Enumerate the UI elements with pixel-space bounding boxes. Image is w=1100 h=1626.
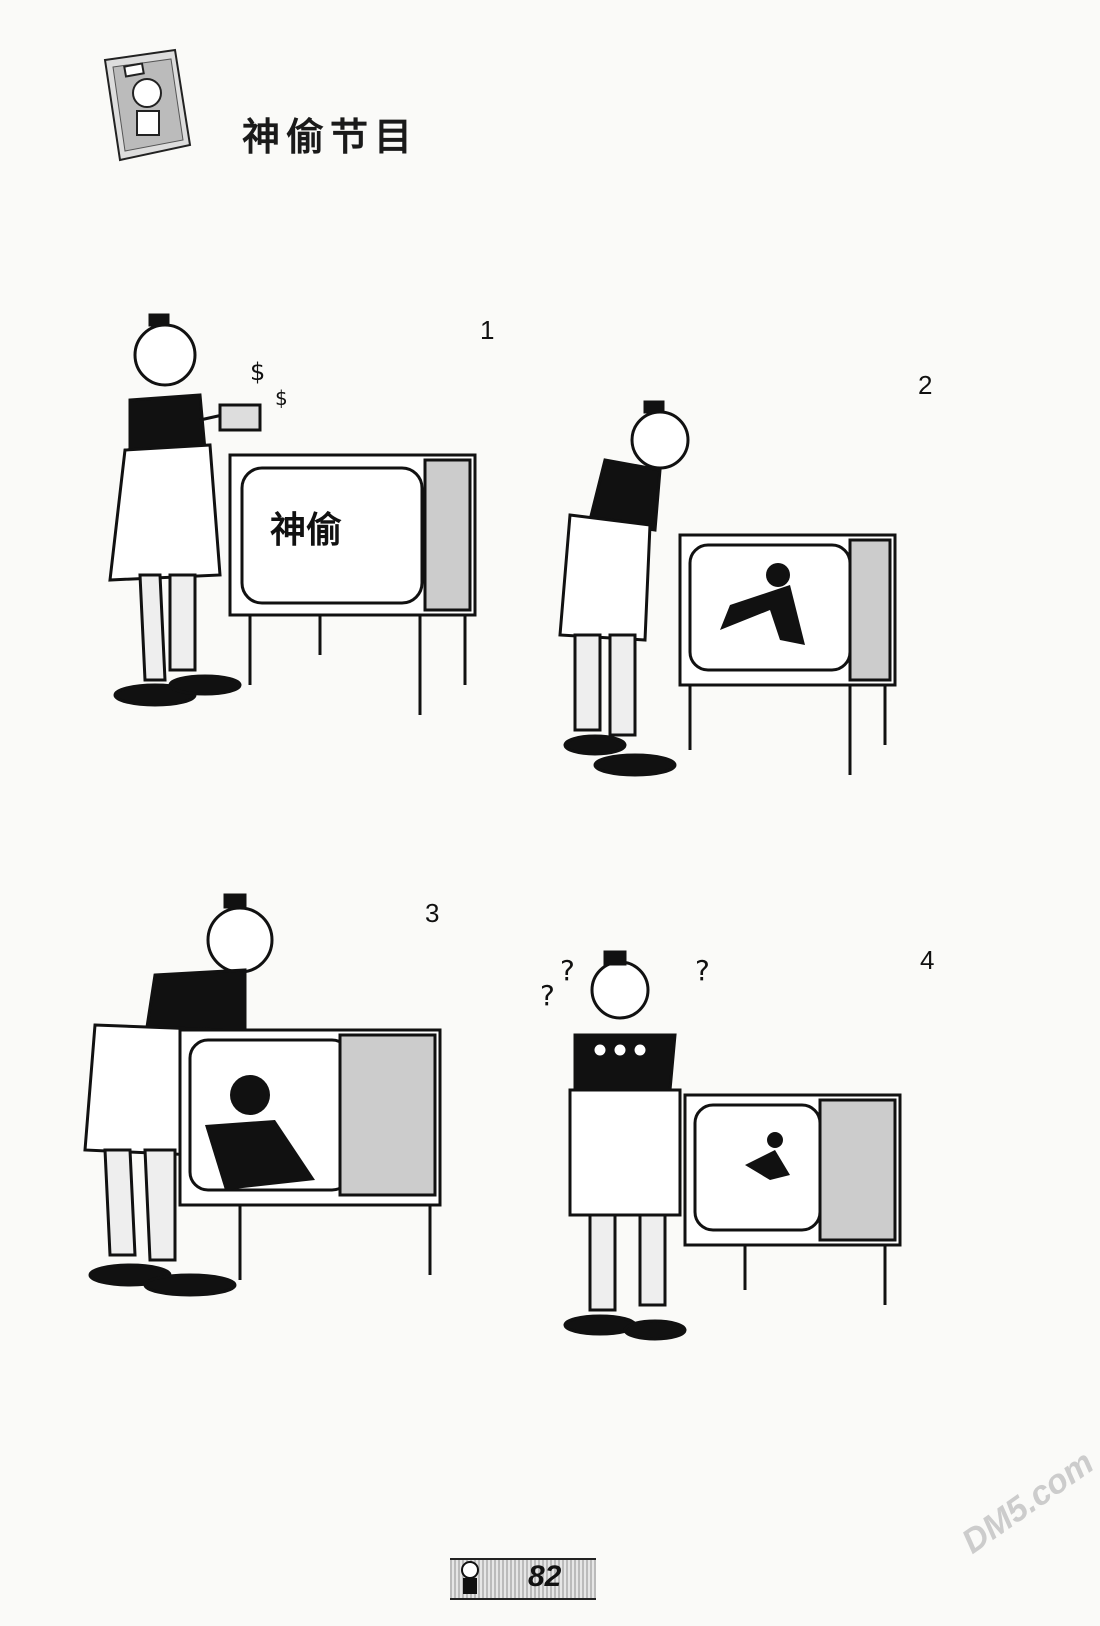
header-card-icon (103, 48, 192, 162)
man-figure (563, 950, 687, 1341)
tv-set (228, 453, 477, 715)
svg-text:?: ? (560, 954, 575, 987)
svg-text:$: $ (275, 386, 288, 410)
page-number: 82 (528, 1560, 562, 1593)
tv-set (683, 1093, 902, 1305)
man-figure (558, 400, 690, 777)
footer-mascot-icon (461, 1561, 479, 1594)
man-figure (108, 313, 262, 707)
panel-3-number: 3 (425, 898, 440, 928)
panel-4-illustration: ??? (540, 950, 902, 1341)
panel-1-number: 1 (480, 315, 495, 345)
tv-screen-text: 神偷 (270, 510, 342, 551)
page-title: 神偷节目 (242, 115, 419, 159)
svg-text:?: ? (540, 979, 555, 1012)
svg-text:?: ? (695, 954, 710, 987)
panel-4-number: 4 (920, 945, 935, 975)
panel-2-illustration (558, 400, 897, 777)
thief-figure-on-screen (720, 563, 805, 645)
thief-reaching-out (205, 1075, 315, 1190)
panel-1-illustration: $ $ 神偷 (108, 313, 477, 715)
svg-text:$: $ (250, 358, 265, 386)
panel-2-number: 2 (918, 370, 933, 400)
running-figure-on-screen (745, 1132, 790, 1180)
watermark: DM5.com (955, 1443, 1100, 1562)
panel-3-illustration (83, 893, 442, 1297)
